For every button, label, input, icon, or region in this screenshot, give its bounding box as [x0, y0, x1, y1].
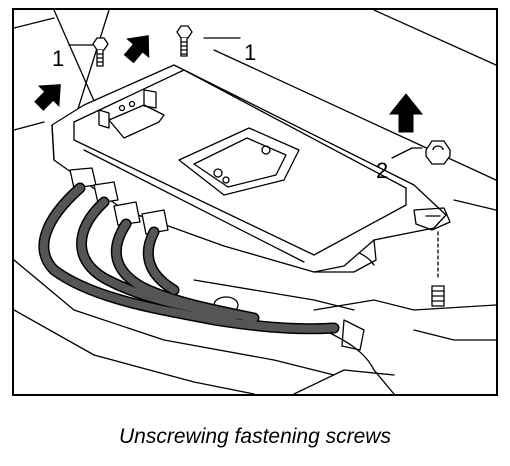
cable-harness [38, 182, 340, 335]
mounting-bracket [293, 299, 496, 394]
callout-bolt-right: 1 [244, 40, 257, 65]
arrow-up-icon [34, 35, 424, 133]
technical-illustration: 1 1 2 [12, 8, 498, 396]
unit-removal-drawing [14, 10, 496, 394]
nut-icon [425, 140, 451, 165]
bolt-icon [92, 25, 193, 67]
callout-nut: 2 [376, 158, 389, 183]
connectors [69, 167, 169, 235]
stud-icon [431, 231, 445, 307]
control-unit [51, 64, 451, 273]
figure-caption: Unscrewing fastening screws [119, 425, 391, 448]
callout-bolt-left: 1 [52, 46, 65, 71]
